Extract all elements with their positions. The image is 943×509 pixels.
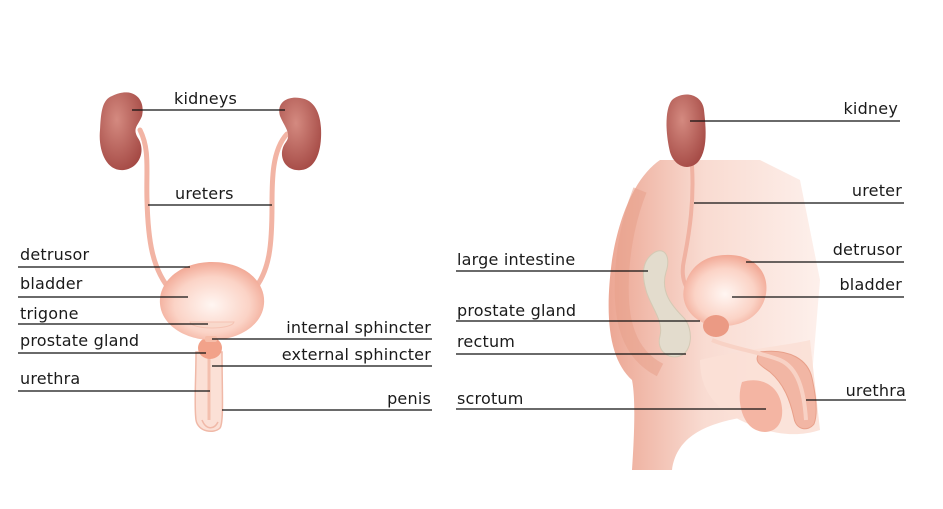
- label-internal-sphincter: internal sphincter: [286, 318, 431, 337]
- right-kidney: [279, 97, 322, 171]
- side-kidney: [666, 94, 706, 167]
- label-detrusor-front: detrusor: [20, 245, 90, 264]
- label-kidneys: kidneys: [174, 89, 238, 108]
- label-prostate-side: prostate gland: [457, 301, 577, 320]
- leader-lines: [18, 109, 906, 411]
- front-view-illustration: [99, 92, 322, 433]
- label-prostate-front: prostate gland: [20, 331, 140, 350]
- side-scrotum: [739, 380, 783, 432]
- side-bladder: [683, 254, 767, 327]
- label-detrusor-side: detrusor: [832, 240, 902, 259]
- side-penis: [756, 350, 817, 430]
- label-urethra-front: urethra: [20, 369, 81, 388]
- label-penis: penis: [387, 389, 431, 408]
- side-view-illustration: [608, 94, 820, 470]
- label-bladder-front: bladder: [20, 274, 83, 293]
- left-ureter: [137, 127, 175, 295]
- label-rectum: rectum: [457, 332, 516, 351]
- label-external-sphincter: external sphincter: [281, 345, 431, 364]
- label-ureters: ureters: [175, 184, 234, 203]
- side-prostate: [703, 315, 729, 337]
- label-ureter-side: ureter: [851, 181, 902, 200]
- label-bladder-side: bladder: [839, 275, 902, 294]
- right-ureter: [249, 131, 290, 295]
- label-kidney-side: kidney: [843, 99, 898, 118]
- front-bladder: [159, 262, 265, 340]
- label-scrotum: scrotum: [457, 389, 524, 408]
- label-trigone: trigone: [20, 304, 79, 323]
- label-urethra-side: urethra: [845, 381, 906, 400]
- left-kidney: [99, 92, 143, 171]
- label-large-intestine: large intestine: [457, 250, 576, 269]
